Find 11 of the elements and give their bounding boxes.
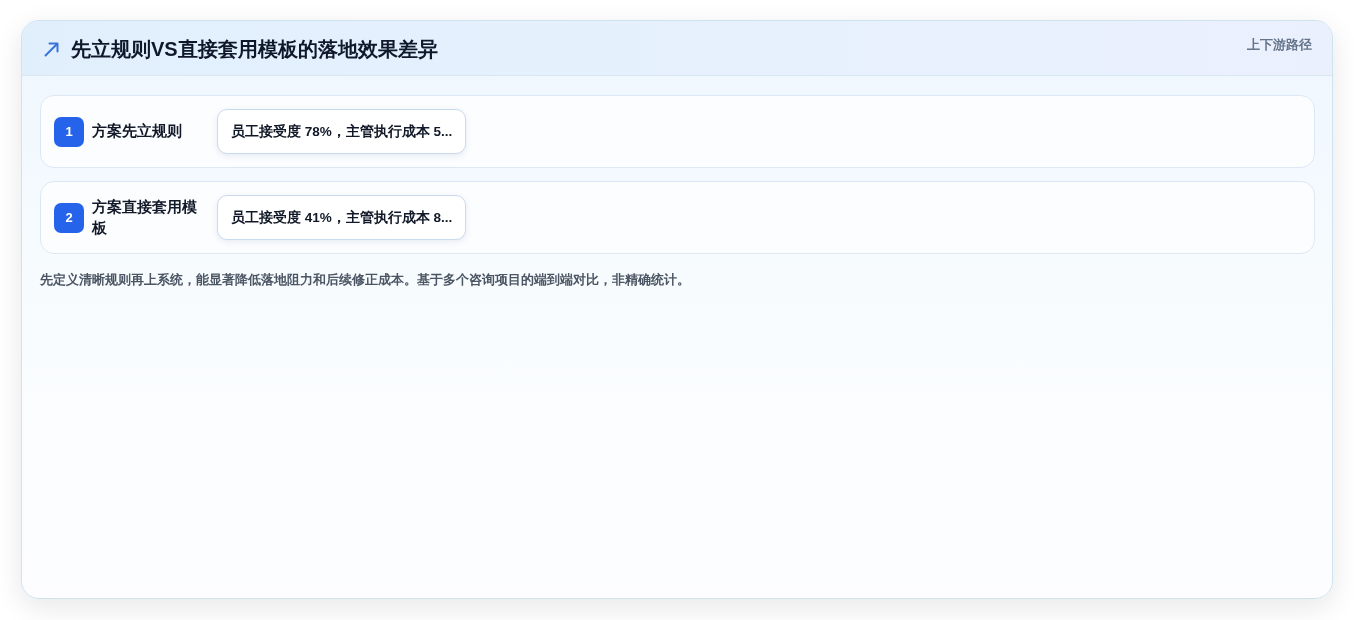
value-box: 员工接受度 78%，主管执行成本 5...: [217, 109, 467, 154]
note-text: 先定义清晰规则再上系统，能显著降低落地阻力和后续修正成本。基于多个咨询项目的端到端对比，非精确统计。: [40, 271, 690, 289]
row-label: 方案先立规则: [92, 122, 183, 141]
row-card: [40, 181, 1315, 254]
value-box: 员工接受度 41%，主管执行成本 8...: [217, 195, 467, 240]
row-card: [40, 95, 1315, 168]
number-badge: 1: [54, 116, 84, 147]
number-badge: 2: [54, 202, 84, 233]
header-label: 上下游路径: [1247, 36, 1312, 53]
row-label: 方案直接套用模板: [92, 197, 198, 238]
title: 先立规则VS直接套用模板的落地效果差异: [71, 37, 438, 61]
